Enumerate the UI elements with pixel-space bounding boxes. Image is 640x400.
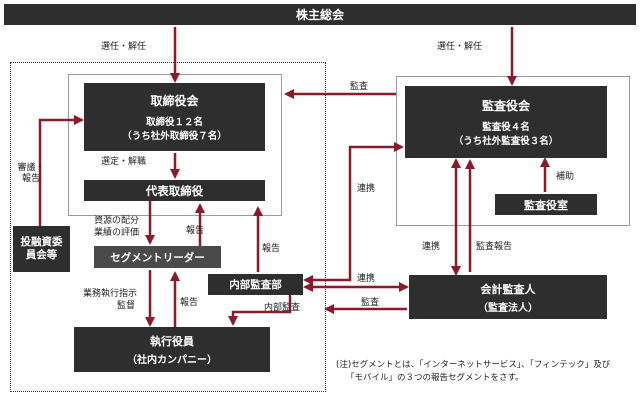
auditors-title: 監査役会 xyxy=(481,99,530,113)
label-coordination-top: 連携 xyxy=(357,184,376,194)
segment-leaders-label: セグメントリーダー xyxy=(110,251,205,264)
investment-committee-label: 投融資委員会等 xyxy=(20,236,63,261)
shareholders-meeting-label: 株主総会 xyxy=(295,8,344,22)
label-supervision: 監督 xyxy=(117,301,136,311)
label-report-executive: 報告 xyxy=(180,298,199,308)
representative-director-box: 代表取締役 xyxy=(84,180,265,201)
label-elect-dismiss-right: 選任・解任 xyxy=(437,42,483,52)
executive-officers-subtitle: （社内カンパニー） xyxy=(127,355,217,366)
board-of-auditors-box: 監査役会 監査役４名 （うち社外監査役３名） xyxy=(405,86,607,158)
arrow-committee-report xyxy=(38,115,84,226)
accounting-auditor-subtitle: （監査法人） xyxy=(478,302,538,314)
arrow-internal-audit xyxy=(228,294,292,326)
investment-committee-box: 投融資委員会等 xyxy=(13,226,70,272)
label-select-dismiss: 選定・解職 xyxy=(101,157,147,167)
internal-audit-label: 内部監査部 xyxy=(229,279,282,291)
auditors-office-box: 監査役室 xyxy=(495,194,597,215)
label-resource-allocation: 資源の配分 xyxy=(94,216,140,226)
internal-audit-box: 内部監査部 xyxy=(208,274,303,295)
board-outside-count: （うち社外取締役７名） xyxy=(122,131,227,142)
label-audit-bottom: 監査 xyxy=(361,298,380,308)
auditors-office-label: 監査役室 xyxy=(524,198,568,212)
label-deliberation-report: 審議・報告 xyxy=(17,163,45,184)
label-audit-report: 監査報告 xyxy=(476,242,513,252)
footnote-line-2: 「モバイル」の３つの報告セグメントをさす。 xyxy=(346,373,524,383)
label-internal-audit: 内部監査 xyxy=(264,303,301,313)
accounting-auditor-box: 会計監査人 （監査法人） xyxy=(409,275,607,319)
executive-officers-box: 執行役員 （社内カンパニー） xyxy=(74,327,270,372)
label-elect-dismiss-left: 選任・解任 xyxy=(101,42,147,52)
board-title: 取締役会 xyxy=(150,94,199,108)
representative-director-label: 代表取締役 xyxy=(145,183,204,198)
label-performance-evaluation: 業績の評価 xyxy=(94,228,140,238)
label-coordination-bottom: 連携 xyxy=(357,274,376,284)
label-report-segment: 報告 xyxy=(186,226,205,236)
label-business-instruction: 業務執行指示 xyxy=(83,289,138,299)
footnote-line-1: (注)セグメントとは、「インターネットサービス」、「フィンテック」及び xyxy=(336,360,611,370)
board-of-directors-box: 取締役会 取締役１２名 （うち社外取締役７名） xyxy=(84,83,265,151)
label-assist: 補助 xyxy=(556,172,575,182)
label-coordination-mid: 連携 xyxy=(422,242,441,252)
label-audit-top: 監査 xyxy=(350,82,369,92)
segment-leaders-box: セグメントリーダー xyxy=(94,246,221,268)
accounting-auditor-title: 会計監査人 xyxy=(480,282,536,296)
board-count: 取締役１２名 xyxy=(145,117,203,128)
arrow-coordination-top xyxy=(303,142,404,285)
auditors-count: 監査役４名 xyxy=(482,122,530,133)
label-report-internal: 報告 xyxy=(262,244,281,254)
auditors-outside-count: （うち社外監査役３名） xyxy=(453,136,559,147)
executive-officers-title: 執行役員 xyxy=(150,335,194,348)
shareholders-meeting-box: 株主総会 xyxy=(4,4,636,25)
